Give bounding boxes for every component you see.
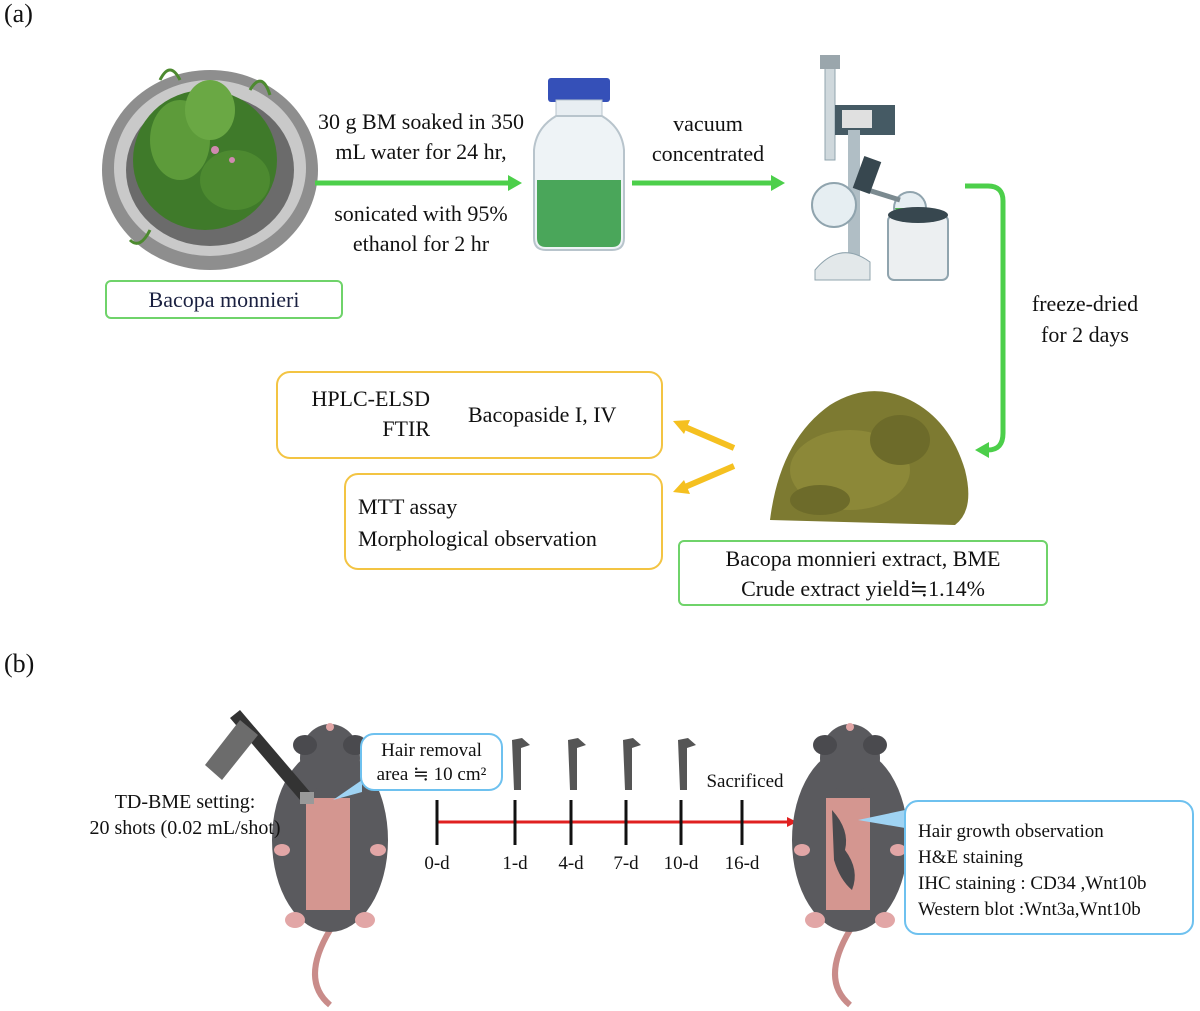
panel-a-label: (a): [4, 0, 33, 28]
bottle-image: [533, 78, 625, 251]
hair-removal-box: Hair removal area ≒ 10 cm²: [360, 733, 503, 791]
outcomes-box: Hair growth observation H&E staining IHC…: [904, 800, 1194, 935]
analysis-result: Bacopaside I, IV: [468, 402, 617, 427]
rotary-evaporator-image: [811, 55, 949, 281]
extract-powder-image: [770, 391, 969, 525]
outcome-item: H&E staining: [918, 847, 1024, 868]
callout-pointer: [333, 780, 362, 800]
panel-b-label: (b): [4, 649, 35, 678]
step1-top-line1: 30 g BM soaked in 350: [318, 109, 524, 134]
day-label: 4-d: [558, 853, 584, 874]
analysis-mtt: MTT assay: [358, 494, 458, 519]
analysis-box-chemical: HPLC-ELSD FTIR Bacopaside I, IV: [276, 371, 663, 459]
green-arrows: [315, 175, 1006, 458]
step2-line2: concentrated: [651, 141, 765, 166]
day-label: 16-d: [724, 853, 760, 874]
analysis-box-biological: MTT assay Morphological observation: [344, 473, 663, 570]
day-label: 7-d: [613, 853, 639, 874]
step2-line1: vacuum: [673, 111, 743, 136]
setting-line1: TD-BME setting:: [114, 791, 256, 813]
outcome-item: Western blot :Wnt3a,Wnt10b: [918, 899, 1141, 920]
analysis-morphology: Morphological observation: [358, 526, 597, 551]
bacopa-bowl-image: [102, 68, 318, 270]
callout-pointer: [858, 810, 905, 828]
step1-bottom-line2: ethanol for 2 hr: [352, 231, 490, 256]
injector-icon: [512, 738, 696, 790]
day-label: 10-d: [663, 853, 699, 874]
mouse-after-image: [792, 723, 908, 1008]
step1-bottom-line1: sonicated with 95%: [334, 201, 508, 226]
day-label: 1-d: [502, 853, 528, 874]
extract-label-box: Bacopa monnieri extract, BME Crude extra…: [678, 540, 1048, 606]
plant-label-box: Bacopa monnieri: [105, 280, 343, 319]
step3-line2: for 2 days: [1041, 322, 1129, 347]
method-ftir: FTIR: [382, 416, 430, 441]
step1-top-line2: mL water for 24 hr,: [335, 139, 507, 164]
day-label: 0-d: [424, 853, 450, 874]
hair-removal-line1: Hair removal: [381, 740, 482, 761]
injector-device-image: [205, 710, 314, 804]
mouse-before-image: [272, 723, 388, 1008]
timeline: [435, 800, 797, 845]
hair-removal-line2: area ≒ 10 cm²: [376, 764, 487, 785]
sacrificed-label: Sacrificed: [706, 771, 784, 792]
plant-label: Bacopa monnieri: [148, 287, 300, 312]
extract-label-line2: Crude extract yield≒1.14%: [741, 576, 985, 601]
setting-line2: 20 shots (0.02 mL/shot): [89, 817, 281, 839]
extract-label-line1: Bacopa monnieri extract, BME: [725, 546, 1001, 571]
method-hplc: HPLC-ELSD: [311, 386, 430, 411]
step3-line1: freeze-dried: [1031, 291, 1139, 316]
outcome-item: Hair growth observation: [918, 821, 1104, 842]
yellow-arrows: [673, 420, 736, 494]
outcome-item: IHC staining : CD34 ,Wnt10b: [918, 873, 1147, 894]
